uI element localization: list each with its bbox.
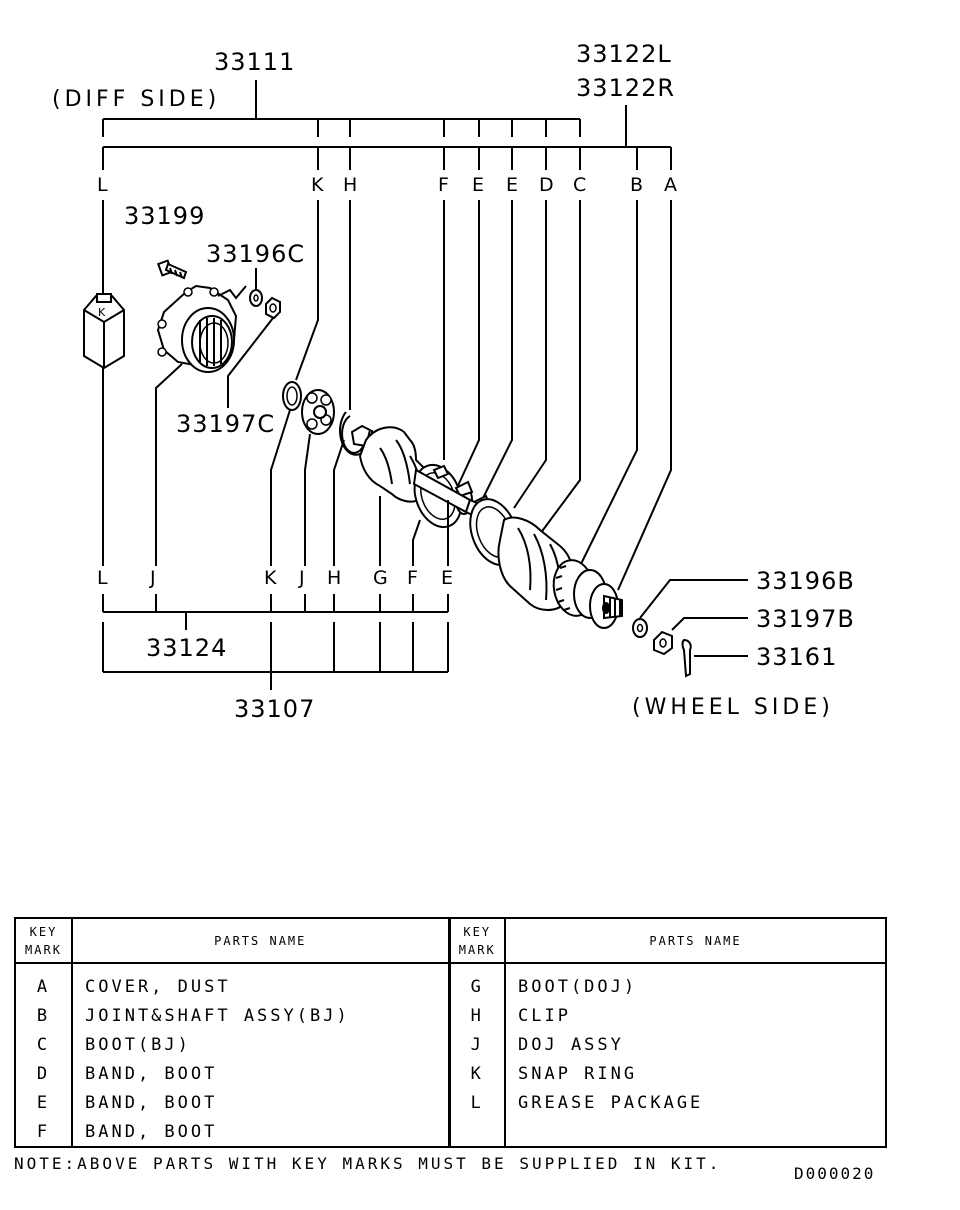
part-name-cell: GREASE PACKAGE bbox=[504, 1088, 886, 1117]
top-key-e1: E bbox=[472, 174, 484, 196]
part-number-33196b: 33196B bbox=[756, 567, 855, 595]
inner-race-part bbox=[301, 389, 335, 435]
snap-ring-part bbox=[282, 381, 302, 411]
top-key-a: A bbox=[664, 174, 677, 196]
part-number-33122l: 33122L bbox=[576, 40, 672, 68]
key-mark-cell: C bbox=[36, 1034, 51, 1055]
washer-nut-pin-wheel-side bbox=[632, 618, 692, 678]
part-number-33197c: 33197C bbox=[176, 410, 275, 438]
drawing-code: D000020 bbox=[794, 1164, 876, 1183]
bottom-key-letters: L J K J H G F E bbox=[97, 567, 453, 589]
key-mark-cell: B bbox=[36, 1005, 51, 1026]
part-name-cell: BAND, BOOT bbox=[71, 1059, 449, 1088]
key-mark-cell: H bbox=[447, 1001, 505, 1030]
part-name-cell: BAND, BOOT bbox=[71, 1088, 449, 1117]
grease-package-part: K bbox=[83, 293, 125, 370]
bottom-key-g: G bbox=[373, 567, 388, 589]
part-name-cell: BOOT(DOJ) bbox=[504, 963, 886, 1001]
bolt-part-33199 bbox=[156, 259, 188, 280]
key-mark-cell bbox=[447, 1117, 505, 1147]
joint-shaft-assy-part bbox=[552, 559, 623, 629]
bottom-leader-lines bbox=[102, 363, 449, 566]
part-name-cell: BOOT(BJ) bbox=[71, 1030, 449, 1059]
bottom-key-l: L bbox=[97, 567, 108, 589]
part-number-33197b: 33197B bbox=[756, 605, 855, 633]
part-number-33107: 33107 bbox=[234, 695, 315, 723]
svg-text:K: K bbox=[98, 306, 106, 319]
top-key-letters: L K H F E E D C B A bbox=[97, 174, 677, 196]
bottom-key-f: F bbox=[407, 567, 418, 589]
part-name-cell: DOJ ASSY bbox=[504, 1030, 886, 1059]
table-row: C BOOT(BJ) J DOJ ASSY bbox=[15, 1030, 886, 1059]
part-number-33111: 33111 bbox=[214, 48, 295, 76]
table-row: B JOINT&SHAFT ASSY(BJ) H CLIP bbox=[15, 1001, 886, 1030]
bottom-key-h: H bbox=[327, 567, 341, 589]
part-number-33124: 33124 bbox=[146, 634, 227, 662]
top-key-e2: E bbox=[506, 174, 518, 196]
table-row: E BAND, BOOT L GREASE PACKAGE bbox=[15, 1088, 886, 1117]
parts-name-header-right: PARTS NAME bbox=[504, 918, 886, 964]
bottom-key-j1: J bbox=[149, 567, 156, 589]
kit-note: NOTE:ABOVE PARTS WITH KEY MARKS MUST BE … bbox=[14, 1154, 722, 1173]
top-bracket-lines bbox=[102, 80, 672, 170]
table-row: A COVER, DUST G BOOT(DOJ) bbox=[15, 963, 886, 1001]
part-name-cell bbox=[504, 1117, 886, 1147]
top-key-f: F bbox=[438, 174, 449, 196]
top-leader-lines bbox=[102, 200, 672, 591]
bottom-key-j2: J bbox=[298, 567, 305, 589]
part-name-cell: BAND, BOOT bbox=[71, 1117, 449, 1147]
key-mark-cell: J bbox=[447, 1030, 505, 1059]
key-mark-cell: E bbox=[36, 1092, 51, 1113]
exploded-parts-diagram: 33111 (DIFF SIDE) 33122L 33122R L K H F … bbox=[52, 40, 855, 723]
part-name-cell: JOINT&SHAFT ASSY(BJ) bbox=[71, 1001, 449, 1030]
key-mark-cell: K bbox=[447, 1059, 505, 1088]
top-key-c: C bbox=[573, 174, 586, 196]
bottom-bracket-lines bbox=[102, 594, 449, 690]
washer-nut-33196c-33197c bbox=[217, 285, 281, 320]
key-mark-cell: A bbox=[36, 976, 51, 997]
part-number-33122r: 33122R bbox=[576, 74, 675, 102]
bottom-key-e: E bbox=[441, 567, 453, 589]
key-mark-cell: F bbox=[36, 1121, 51, 1142]
key-mark-cell: G bbox=[447, 963, 505, 1001]
top-key-b: B bbox=[630, 174, 643, 196]
top-key-k: K bbox=[311, 174, 324, 196]
part-name-cell: COVER, DUST bbox=[71, 963, 449, 1001]
top-key-h: H bbox=[343, 174, 357, 196]
part-name-cell: SNAP RING bbox=[504, 1059, 886, 1088]
diff-side-label: (DIFF SIDE) bbox=[52, 87, 220, 112]
part-number-33199: 33199 bbox=[124, 202, 205, 230]
part-number-33196c: 33196C bbox=[206, 240, 305, 268]
key-mark-cell: D bbox=[36, 1063, 51, 1084]
part-number-33161: 33161 bbox=[756, 643, 837, 671]
top-key-l: L bbox=[97, 174, 108, 196]
bottom-key-k: K bbox=[264, 567, 277, 589]
key-mark-cell: L bbox=[447, 1088, 505, 1117]
table-row: D BAND, BOOT K SNAP RING bbox=[15, 1059, 886, 1088]
top-key-d: D bbox=[539, 174, 554, 196]
doj-housing-part bbox=[156, 284, 238, 373]
part-name-cell: CLIP bbox=[504, 1001, 886, 1030]
table-row: F BAND, BOOT bbox=[15, 1117, 886, 1147]
parts-name-header-left: PARTS NAME bbox=[71, 918, 449, 964]
wheel-side-label: (WHEEL SIDE) bbox=[632, 695, 834, 720]
